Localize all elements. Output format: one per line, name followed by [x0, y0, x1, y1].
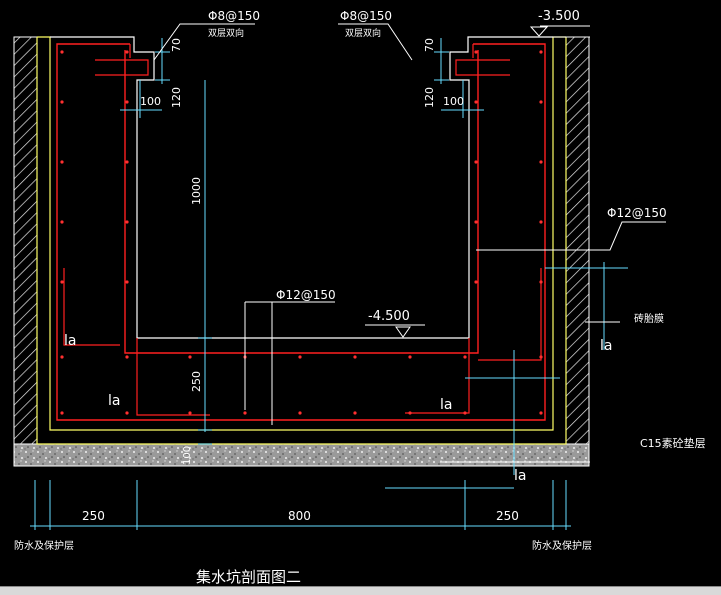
anchor-bottom-right	[405, 338, 470, 414]
rebar-hook-left	[95, 59, 149, 76]
anchor-right	[478, 268, 542, 361]
rebar-dot	[188, 355, 192, 359]
rebar-top-right-label: Φ8@150	[340, 9, 392, 23]
rebar-dot	[60, 100, 64, 104]
rebar-dot	[298, 411, 302, 415]
rebar-dot	[125, 50, 129, 54]
concrete-outline	[50, 36, 553, 339]
rebar-dot	[60, 160, 64, 164]
rebar-dot	[60, 355, 64, 359]
anchor-bottom-left	[136, 338, 210, 416]
rebar-wall-label: Φ12@150	[607, 206, 667, 220]
rebar-dot	[125, 220, 129, 224]
rebar-dot	[125, 160, 129, 164]
rebar-dot	[539, 160, 543, 164]
rebar-dot	[60, 280, 64, 284]
dim-120-left: 120	[170, 87, 183, 108]
rebar-dot	[125, 411, 129, 415]
la-lower: la	[514, 468, 526, 484]
rebar-floor-label: Φ12@150	[276, 288, 336, 302]
rebar-dot	[474, 280, 478, 284]
rebar-dot	[298, 355, 302, 359]
drawing-title: 集水坑剖面图二	[196, 568, 301, 586]
waterproof-right-label: 防水及保护层	[532, 539, 592, 552]
dim-100-right: 100	[443, 95, 464, 108]
dim-1000: 1000	[190, 177, 203, 205]
cushion-label: C15素砼垫层	[640, 436, 706, 450]
dim-250-vertical: 250	[190, 371, 203, 392]
rebar-inner	[124, 50, 479, 354]
rebar-dot	[60, 411, 64, 415]
rebar-top-right-note: 双层双向	[345, 27, 381, 39]
la-bottom-right: la	[440, 397, 452, 413]
dim-70-left: 70	[170, 38, 183, 52]
waterproof-layer-outer	[36, 37, 567, 445]
window-bottom-bar	[0, 586, 721, 595]
rebar-dot	[474, 50, 478, 54]
anchor-left	[63, 268, 120, 346]
rebar-dot	[474, 100, 478, 104]
waterproof-left-label: 防水及保护层	[14, 539, 74, 552]
rebar-dot	[539, 280, 543, 284]
dim-800: 800	[288, 509, 311, 523]
rebar-dot	[539, 355, 543, 359]
rebar-outer	[56, 43, 546, 421]
brick-wall-left	[13, 36, 38, 445]
dim-250-right: 250	[496, 509, 519, 523]
waterproof-layer	[37, 36, 566, 431]
rebar-dot	[353, 355, 357, 359]
rebar-dot	[539, 411, 543, 415]
rebar-dot	[243, 411, 247, 415]
rebar-dot	[125, 355, 129, 359]
rebar-hook-right	[455, 59, 510, 76]
rebar-dot	[539, 220, 543, 224]
rebar-dot	[408, 411, 412, 415]
cushion-layer	[13, 443, 590, 467]
elevation-top: -3.500	[538, 9, 580, 24]
rebar-dot	[474, 220, 478, 224]
rebar-dot	[539, 100, 543, 104]
rebar-dot	[353, 411, 357, 415]
dimension-lines	[30, 38, 628, 530]
dim-100-left: 100	[140, 95, 161, 108]
brick-wall-right	[565, 36, 590, 445]
rebar-dots	[60, 50, 543, 415]
la-right: la	[600, 338, 612, 354]
dim-250-left: 250	[82, 509, 105, 523]
rebar-dot	[125, 100, 129, 104]
rebar-dot	[463, 355, 467, 359]
rebar-dot	[60, 220, 64, 224]
rebar-dot	[408, 355, 412, 359]
rebar-dot	[125, 280, 129, 284]
la-left: la	[64, 333, 76, 349]
rebar-dot	[539, 50, 543, 54]
leader-lines	[153, 23, 666, 463]
brick-wall-label: 砖胎膜	[634, 312, 664, 325]
la-bottom-left: la	[108, 393, 120, 409]
rebar-top-left-label: Φ8@150	[208, 9, 260, 23]
dim-120-right: 120	[423, 87, 436, 108]
rebar-dot	[188, 411, 192, 415]
dim-70-right: 70	[423, 38, 436, 52]
dim-100-vertical: 100	[182, 446, 193, 465]
elevation-bottom: -4.500	[368, 309, 410, 324]
rebar-dot	[60, 50, 64, 54]
rebar-dot	[474, 160, 478, 164]
rebar-dot	[463, 411, 467, 415]
rebar-top-left-note: 双层双向	[208, 27, 244, 39]
